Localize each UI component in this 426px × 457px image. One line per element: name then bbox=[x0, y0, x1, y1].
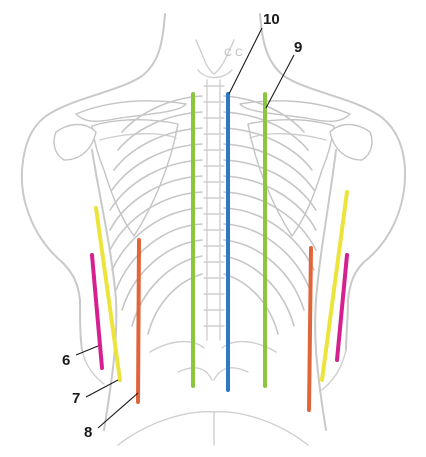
line-6-magenta-left bbox=[92, 255, 102, 368]
leader-10 bbox=[229, 28, 262, 94]
leader-8 bbox=[98, 393, 138, 428]
label-8: 8 bbox=[84, 424, 92, 441]
leader-9 bbox=[266, 55, 294, 108]
line-8-orange-left bbox=[138, 240, 139, 402]
label-6: 6 bbox=[62, 352, 70, 369]
label-9: 9 bbox=[294, 39, 302, 56]
neck-bones: C C bbox=[196, 40, 243, 78]
leader-6 bbox=[76, 346, 98, 355]
vertebra-letters: C C bbox=[224, 47, 243, 59]
spine bbox=[204, 80, 224, 340]
label-10: 10 bbox=[263, 11, 280, 28]
shoulder-blades bbox=[54, 101, 372, 236]
pelvis bbox=[150, 342, 276, 380]
label-7: 7 bbox=[72, 390, 80, 407]
leader-lines bbox=[76, 28, 294, 428]
line-8-orange-right bbox=[309, 248, 311, 410]
